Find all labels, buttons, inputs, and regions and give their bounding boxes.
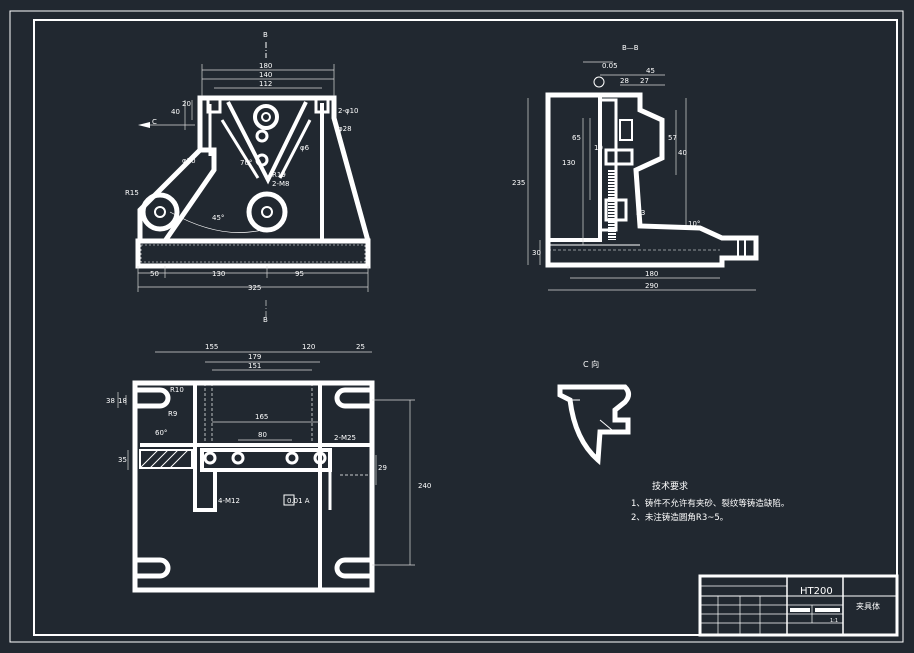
top-dim-151: 151 bbox=[248, 362, 261, 370]
top-dim-25: 25 bbox=[356, 343, 365, 351]
notes-line-1: 1、铸件不允许有夹砂、裂纹等铸造缺陷。 bbox=[631, 498, 789, 509]
section-dim-bottom2: 290 bbox=[645, 282, 658, 290]
front-dim-left2: 20 bbox=[182, 100, 191, 108]
front-dim-fillet2: R19 bbox=[272, 171, 286, 179]
outer-frame bbox=[9, 10, 904, 643]
top-dim-18: 18 bbox=[118, 397, 127, 405]
top-dim-120: 120 bbox=[302, 343, 315, 351]
top-view-labels: 155 179 151 120 25 165 80 240 29 35 38 1… bbox=[106, 343, 431, 505]
title-block bbox=[698, 574, 899, 637]
section-dim-height: 235 bbox=[512, 179, 525, 187]
technical-notes: 技术要求 1、铸件不允许有夹砂、裂纹等铸造缺陷。 2、未注铸造圆角R3~5。 bbox=[631, 480, 789, 523]
section-dim-h7: 10 bbox=[594, 144, 603, 152]
top-dim-r9: R9 bbox=[168, 410, 177, 418]
top-dim-179: 179 bbox=[248, 353, 261, 361]
front-dim-total: 325 bbox=[248, 284, 261, 292]
section-dim-top2: 28 bbox=[620, 77, 629, 85]
top-dim-ang: 60° bbox=[155, 429, 167, 437]
top-dim-m12: 4-M12 bbox=[218, 497, 240, 505]
section-dim-h5: 40 bbox=[678, 149, 687, 157]
section-view-labels: B—B 0.05 45 28 27 235 130 65 57 40 30 10… bbox=[512, 44, 700, 290]
top-view bbox=[117, 351, 415, 593]
section-dim-bottom1: 180 bbox=[645, 270, 658, 278]
front-view-labels: B B C 180 140 112 40 20 2-φ10 φ28 70° R1… bbox=[125, 31, 359, 324]
notes-title: 技术要求 bbox=[652, 480, 688, 492]
front-dim-bottom1: 50 bbox=[150, 270, 159, 278]
top-dim-tol: 0.01 A bbox=[287, 497, 310, 505]
front-dim-thread1: 2-φ10 bbox=[338, 107, 359, 115]
front-dim-top1: 180 bbox=[259, 62, 272, 70]
front-dim-top2: 140 bbox=[259, 71, 272, 79]
section-dim-h6: 30 bbox=[532, 249, 541, 257]
notes-line-2: 2、未注铸造圆角R3~5。 bbox=[631, 512, 728, 523]
front-dim-left1: 40 bbox=[171, 108, 180, 116]
section-view bbox=[527, 61, 759, 291]
title-block-material: HT200 bbox=[800, 586, 833, 597]
top-dim-m25: 2-M25 bbox=[334, 434, 356, 442]
front-dim-top3: 112 bbox=[259, 80, 272, 88]
top-dim-r10: R10 bbox=[170, 386, 184, 394]
section-dim-angle: 10° bbox=[688, 220, 700, 228]
section-title: B—B bbox=[622, 44, 639, 52]
front-dim-angle1: 70° bbox=[240, 159, 252, 167]
inner-frame bbox=[33, 19, 898, 636]
front-dim-thread2: 2-M8 bbox=[272, 180, 289, 188]
front-section-mark-top: B bbox=[263, 31, 268, 39]
front-view-arrow-label: C bbox=[152, 118, 157, 126]
top-dim-35: 35 bbox=[118, 456, 127, 464]
title-block-part-name: 夹具体 bbox=[856, 601, 880, 611]
front-dim-slant: φ6 bbox=[300, 144, 310, 152]
title-block-scale: 1:1 bbox=[830, 618, 838, 624]
top-dim-38: 38 bbox=[106, 397, 115, 405]
front-dim-hole2: φ30 bbox=[182, 157, 196, 165]
front-dim-fillet1: R15 bbox=[125, 189, 139, 197]
top-dim-29: 29 bbox=[378, 464, 387, 472]
front-view bbox=[135, 42, 371, 318]
top-dim-240: 240 bbox=[418, 482, 431, 490]
section-dim-top3: 27 bbox=[640, 77, 649, 85]
section-dim-h3: 65 bbox=[572, 134, 581, 142]
detail-view-c bbox=[557, 384, 631, 466]
top-dim-80: 80 bbox=[258, 431, 267, 439]
front-dim-bottom2: 130 bbox=[212, 270, 225, 278]
section-dim-top1: 45 bbox=[646, 67, 655, 75]
front-dim-hole1: φ28 bbox=[338, 125, 352, 133]
front-section-mark-bottom: B bbox=[263, 316, 268, 324]
top-dim-155: 155 bbox=[205, 343, 218, 351]
front-dim-bottom3: 95 bbox=[295, 270, 304, 278]
section-tol: 0.05 bbox=[602, 62, 618, 70]
section-dim-h8: R3 bbox=[636, 209, 645, 217]
detail-view-title: C 向 bbox=[583, 359, 599, 369]
section-dim-h4: 57 bbox=[668, 134, 677, 142]
section-dim-h2: 130 bbox=[562, 159, 575, 167]
top-dim-165: 165 bbox=[255, 413, 268, 421]
front-dim-ang2: 45° bbox=[212, 214, 224, 222]
